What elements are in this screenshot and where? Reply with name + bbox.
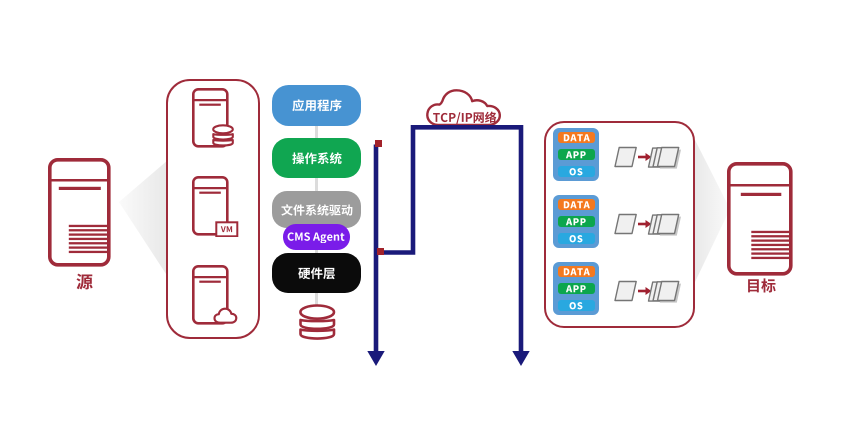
replica-stack-card: DATA APP OS — [553, 262, 600, 316]
hardware-level-flow-line — [376, 125, 524, 352]
stack-cms-agent-badge: CMS Agent — [282, 224, 350, 250]
chip-os: OS — [557, 233, 595, 244]
cms-agent-label — [287, 232, 345, 244]
document-icon — [614, 213, 637, 235]
copy-flow-icon — [614, 146, 681, 169]
copy-arrow-icon — [638, 153, 652, 162]
target-server-label — [747, 277, 776, 292]
virtual-machine-server-icon — [192, 176, 239, 238]
chip-os: OS — [557, 300, 595, 311]
network-cloud-icon — [426, 89, 501, 127]
replica-sets-panel: DATA APP OS DATA APP OS DATA APP OS — [544, 121, 695, 328]
stack-application-layer-label — [291, 99, 341, 112]
network-label-text: TCP/IP网络 — [0, 0, 1, 1]
chip-os-label — [569, 168, 583, 176]
source-machines-panel: VM — [166, 79, 260, 339]
chip-data-label — [563, 201, 590, 209]
chip-data-label — [563, 268, 590, 276]
target-server-icon — [727, 162, 793, 276]
flow-arrowhead-right — [512, 351, 530, 366]
document-stack-icon — [647, 280, 681, 303]
chip-app-label — [566, 150, 586, 158]
stack-os-layer-label — [291, 152, 342, 164]
source-server-label — [76, 273, 93, 290]
source-server-icon — [48, 158, 111, 267]
tap-point-hw — [377, 248, 384, 255]
copy-flow-icon — [614, 280, 681, 303]
chip-data: DATA — [557, 132, 595, 144]
stack-hardware-layer-label — [298, 266, 335, 279]
copy-arrow-icon — [638, 220, 652, 229]
chip-os: OS — [557, 166, 595, 177]
document-icon — [614, 280, 637, 302]
document-stack-icon — [647, 213, 681, 236]
physical-server-with-database-icon — [192, 88, 235, 148]
copy-flow-icon — [614, 213, 681, 236]
stack-fs-driver-layer-label — [280, 203, 352, 216]
stack-fs-driver-layer: 文件系统驱动 — [272, 191, 361, 228]
chip-app: APP — [557, 149, 595, 160]
tap-point-os — [375, 140, 382, 147]
copy-arrow-icon — [638, 287, 652, 296]
projection-beam-right — [695, 140, 730, 282]
projection-beam-left — [119, 160, 168, 277]
chip-app-label — [566, 217, 586, 225]
chip-os-label — [569, 302, 583, 310]
replication-flow-connectors — [367, 125, 530, 366]
source-server-label-text: 源 — [0, 0, 1, 1]
replica-stack-card: DATA APP OS — [553, 128, 600, 182]
document-icon — [614, 146, 637, 168]
document-stack-icon — [647, 146, 681, 169]
chip-app-label — [566, 284, 586, 292]
flow-arrowhead-left — [367, 351, 385, 366]
chip-data-label — [563, 134, 590, 142]
chip-app: APP — [557, 283, 595, 294]
chip-data: DATA — [557, 266, 595, 278]
stack-application-layer: 应用程序 — [272, 85, 361, 126]
chip-os-label — [569, 235, 583, 243]
target-server-label-text: 目标 — [0, 0, 1, 1]
stack-hardware-layer: 硬件层 — [272, 253, 361, 293]
chip-app: APP — [557, 216, 595, 227]
storage-database-icon — [299, 304, 336, 340]
chip-data: DATA — [557, 199, 595, 211]
cloud-server-icon — [192, 265, 238, 325]
vm-badge-text: VM — [168, 81, 169, 82]
replica-stack-card: DATA APP OS — [553, 195, 600, 249]
stack-os-layer: 操作系统 — [272, 138, 361, 178]
